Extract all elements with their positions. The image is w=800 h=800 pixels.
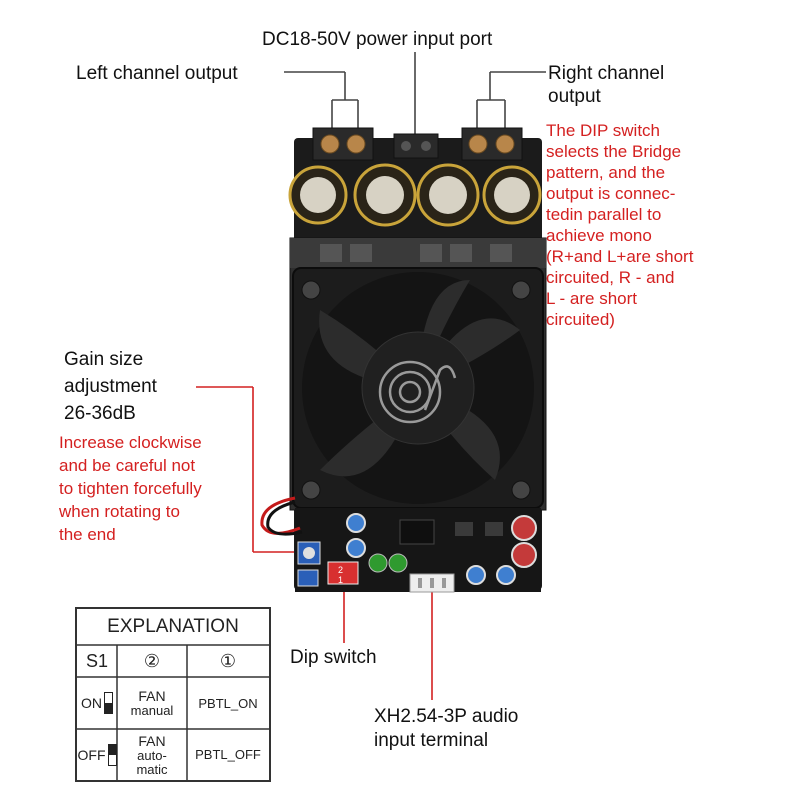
switch-off-icon bbox=[107, 743, 117, 766]
dip-note-line: pattern, and the bbox=[546, 163, 666, 182]
capacitors bbox=[288, 163, 542, 227]
left-output-label: Left channel output bbox=[76, 63, 238, 84]
fan-text: auto- bbox=[137, 747, 167, 763]
dip-note-line: (R+and L+are short bbox=[546, 247, 694, 266]
table-row-off-pbtl: PBTL_OFF bbox=[195, 747, 261, 762]
dip-switch-label: Dip switch bbox=[290, 647, 377, 668]
table-row-off-fan: FAN auto- matic bbox=[117, 730, 187, 780]
table-grid bbox=[77, 644, 269, 780]
dip-note-line: tedin parallel to bbox=[546, 205, 662, 224]
gain-note-line: Increase clockwise bbox=[59, 433, 202, 452]
explanation-table: EXPLANATION S1 ② ① ON FAN manual PBTL_ON… bbox=[75, 607, 271, 782]
amplifier-chip bbox=[399, 519, 435, 545]
gain-note-line: to tighten forcefully bbox=[59, 479, 202, 498]
right-output-label-line2: output bbox=[548, 86, 601, 107]
dip-pos2-label: 2 bbox=[338, 565, 344, 575]
table-header-2: ② bbox=[143, 650, 161, 671]
gain-label-line1: Gain size bbox=[64, 349, 144, 370]
dip-note-line: The DIP switch bbox=[546, 121, 661, 140]
dip-note-line: selects the Bridge bbox=[546, 142, 682, 161]
fan-text: manual bbox=[130, 702, 174, 718]
dip-note-line: output is connec- bbox=[546, 184, 676, 203]
dip-note-line: L - are short bbox=[546, 289, 638, 308]
power-terminal-block bbox=[393, 133, 439, 159]
audio-input-label-line2: input terminal bbox=[374, 730, 489, 751]
table-row-on-state: ON bbox=[77, 677, 117, 729]
dip-note-line: circuited, R - and bbox=[546, 268, 675, 287]
gain-note-line: the end bbox=[59, 525, 116, 544]
leader-lines bbox=[284, 52, 546, 138]
table-header-1: ① bbox=[219, 650, 237, 671]
gain-note-line: when rotating to bbox=[59, 502, 180, 521]
state-label: ON bbox=[81, 695, 102, 711]
table-header-s1: S1 bbox=[85, 650, 109, 671]
dip-note-line: circuited) bbox=[546, 310, 615, 329]
right-output-label-line1: Right channel bbox=[548, 63, 665, 84]
power-input-label: DC18-50V power input port bbox=[262, 29, 493, 50]
switch-on-icon bbox=[104, 692, 113, 714]
state-label: OFF bbox=[77, 746, 106, 763]
small-capacitors bbox=[346, 513, 537, 585]
table-row-off-state: OFF bbox=[77, 729, 117, 780]
dip-note-line: achieve mono bbox=[546, 226, 652, 245]
gain-note-line: and be careful not bbox=[59, 456, 196, 475]
gain-label-line2: adjustment bbox=[64, 376, 157, 397]
fan-screws bbox=[301, 280, 531, 500]
gain-label-line3: 26-36dB bbox=[64, 403, 136, 424]
table-row-on-fan: FAN manual bbox=[117, 679, 187, 727]
gain-leader-line bbox=[196, 386, 305, 553]
mosfets bbox=[320, 244, 512, 262]
dip-pos1-label: 1 bbox=[338, 575, 344, 585]
fan-text: matic bbox=[136, 761, 168, 777]
dip-switch bbox=[327, 561, 359, 585]
fan-logo bbox=[378, 360, 457, 424]
table-row-on-pbtl: PBTL_ON bbox=[198, 695, 258, 711]
audio-input-label-line1: XH2.54-3P audio bbox=[374, 706, 519, 727]
fan-text: FAN bbox=[138, 732, 166, 749]
fan-text: FAN bbox=[138, 687, 166, 704]
table-title: EXPLANATION bbox=[107, 616, 239, 637]
